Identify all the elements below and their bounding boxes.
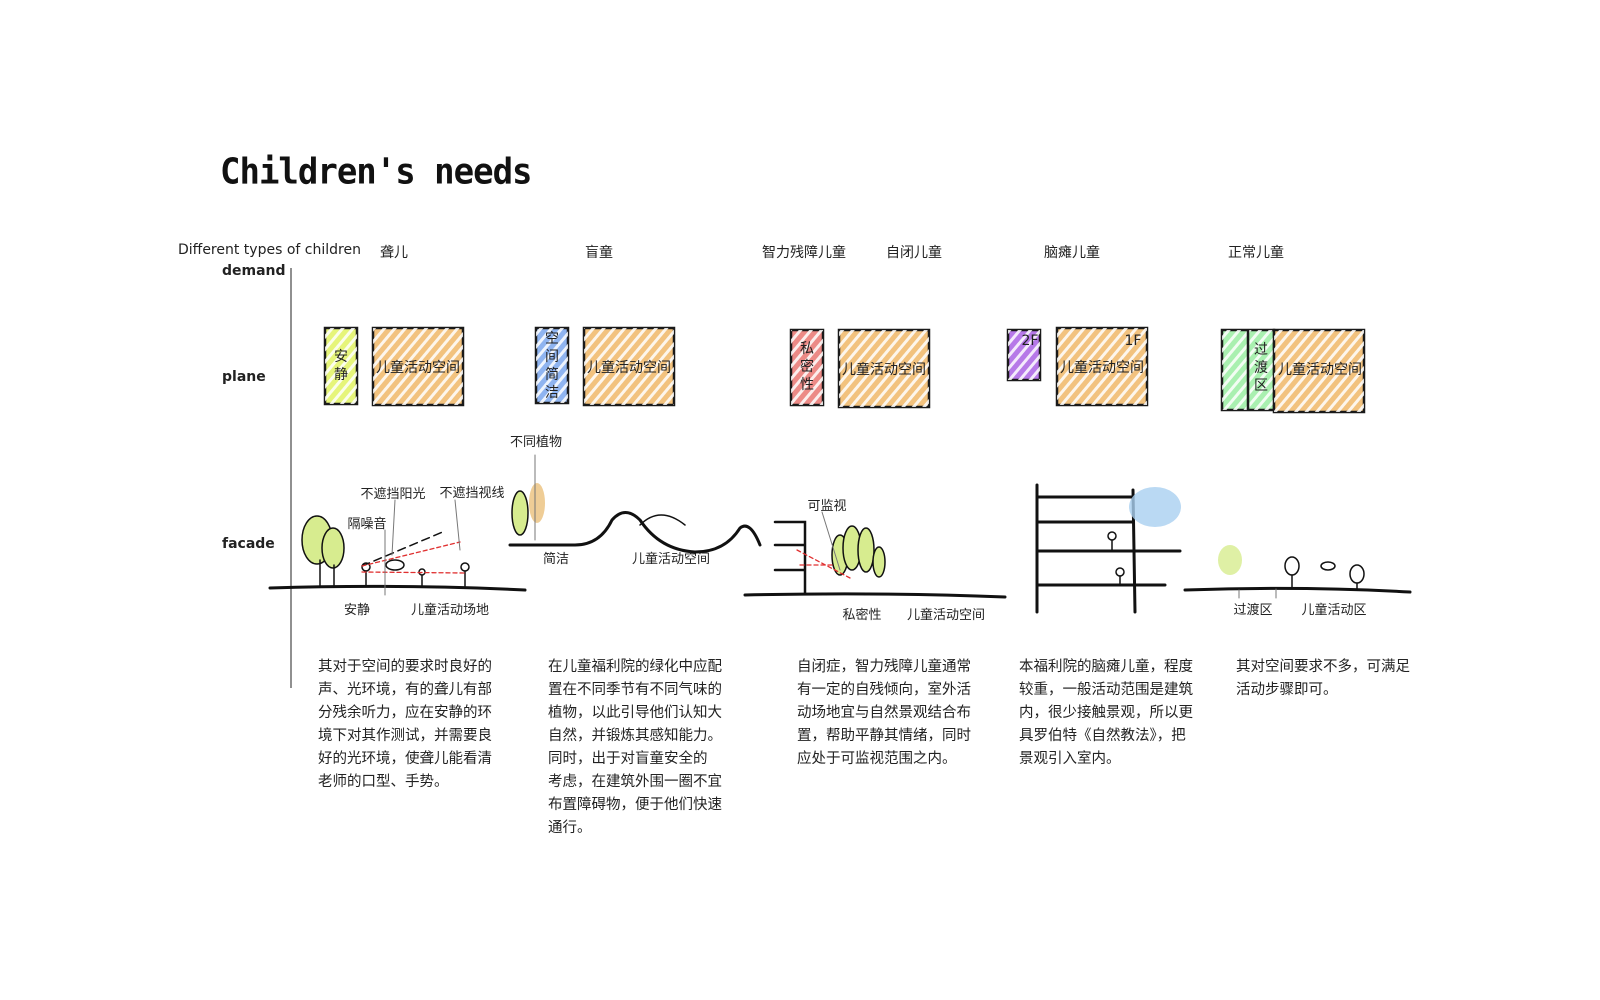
text-line: 植物，以此引导他们认知大 <box>548 705 722 721</box>
facade-label: 安静 <box>343 603 371 618</box>
plane-blind-small: 空间简洁 <box>545 331 559 401</box>
text-line: 置，帮助平静其情绪，同时 <box>797 728 971 744</box>
plane-cp-2f: 2F <box>1021 333 1039 349</box>
plane-autism-small: 私密性 <box>800 341 814 393</box>
facade-label: 儿童活动区 <box>1301 603 1367 618</box>
row-demand: demand <box>222 263 286 279</box>
description-autism: 自闭症，智力残障儿童通常有一定的自残倾向，室外活动场地宜与自然景观结合布置，帮助… <box>797 656 971 771</box>
ground-autism <box>743 592 1007 599</box>
type-normal: 正常儿童 <box>1228 245 1284 261</box>
text-line: 声、光环境，有的聋儿有部 <box>318 682 492 698</box>
plane-blind-big: 儿童活动空间 <box>587 360 671 376</box>
plane-normal-big: 儿童活动空间 <box>1278 362 1362 378</box>
text-line: 内，很少接触景观，所以更 <box>1019 705 1193 721</box>
text-line: 好的光环境，使聋儿能看清 <box>318 751 492 767</box>
text-line: 自然，并锻炼其感知能力。 <box>548 728 722 744</box>
facade-sketches <box>268 454 1412 614</box>
type-cerebral-palsy: 脑瘫儿童 <box>1044 245 1100 261</box>
text-line: 应处于可监视范围之内。 <box>797 751 957 767</box>
plane-normal-small: 过渡区 <box>1254 342 1268 394</box>
text-line: 较重，一般活动范围是建筑 <box>1019 682 1193 698</box>
ground-normal <box>1183 586 1412 594</box>
description-cp: 本福利院的脑瘫儿童，程度较重，一般活动范围是建筑内，很少接触景观，所以更具罗伯特… <box>1019 656 1193 771</box>
text-line: 活动步骤即可。 <box>1236 682 1338 698</box>
text-line: 景观引入室内。 <box>1019 751 1121 767</box>
facade-label: 儿童活动场地 <box>410 603 490 618</box>
text-line: 其对空间要求不多，可满足 <box>1236 659 1410 675</box>
facade-label: 可监视 <box>807 499 847 514</box>
plane-deaf-big: 儿童活动空间 <box>376 360 460 376</box>
ground-deaf <box>268 584 527 592</box>
types-label: Different types of children <box>178 242 361 258</box>
plane-deaf-small: 安静 <box>334 349 348 383</box>
text-line: 动场地宜与自然景观结合布 <box>797 705 971 721</box>
text-line: 置在不同季节有不同气味的 <box>548 682 722 698</box>
plane-autism <box>789 328 931 409</box>
facade-label: 不同植物 <box>509 435 563 450</box>
text-line: 具罗伯特《自然教法》，把 <box>1019 728 1186 744</box>
plane-deaf <box>323 326 465 407</box>
facade-label: 过渡区 <box>1233 603 1273 618</box>
type-blind: 盲童 <box>585 245 613 261</box>
description-deaf: 其对于空间的要求时良好的声、光环境，有的聋儿有部分残余听力，应在安静的环境下对其… <box>318 656 492 794</box>
text-line: 有一定的自残倾向，室外活 <box>797 682 971 698</box>
description-blind: 在儿童福利院的绿化中应配置在不同季节有不同气味的植物，以此引导他们认知大自然，并… <box>548 656 722 840</box>
text-line: 自闭症，智力残障儿童通常 <box>797 659 971 675</box>
text-line: 布置障碍物，便于他们快速 <box>548 797 722 813</box>
text-line: 通行。 <box>548 820 592 836</box>
type-deaf: 聋儿 <box>380 245 408 261</box>
facade-label: 隔噪音 <box>347 517 387 532</box>
text-line: 其对于空间的要求时良好的 <box>318 659 492 675</box>
plane-cp-big: 儿童活动空间 <box>1060 360 1144 376</box>
plane-blind <box>534 326 676 407</box>
page-title: Children's needs <box>220 151 533 193</box>
facade-label: 儿童活动空间 <box>631 552 711 567</box>
building-cp <box>1035 483 1182 614</box>
row-facade: facade <box>222 536 275 552</box>
row-plane: plane <box>222 369 266 385</box>
plane-normal <box>1220 328 1366 414</box>
facade-label: 不遮挡视线 <box>439 486 505 501</box>
facade-label: 简洁 <box>542 552 570 567</box>
text-line: 分残余听力，应在安静的环 <box>318 705 492 721</box>
plane-autism-big: 儿童活动空间 <box>842 362 926 378</box>
text-line: 本福利院的脑瘫儿童，程度 <box>1019 659 1193 675</box>
facade-label: 儿童活动空间 <box>906 608 986 623</box>
plane-cp-1f: 1F <box>1124 333 1142 349</box>
text-line: 境下对其作测试，并需要良 <box>318 728 492 744</box>
text-line: 在儿童福利院的绿化中应配 <box>548 659 722 675</box>
facade-label: 不遮挡阳光 <box>360 487 426 502</box>
type-autism: 自闭儿童 <box>886 245 942 261</box>
description-normal: 其对空间要求不多，可满足活动步骤即可。 <box>1236 656 1410 702</box>
type-intellectual: 智力残障儿童 <box>762 245 846 261</box>
text-line: 同时，出于对盲童安全的 <box>548 751 708 767</box>
plane-cp <box>1006 326 1149 407</box>
ground-blind <box>508 511 762 554</box>
text-line: 老师的口型、手势。 <box>318 774 449 790</box>
facade-label: 私密性 <box>842 608 882 623</box>
plane-boxes <box>323 326 1366 414</box>
text-line: 考虑，在建筑外围一圈不宜 <box>548 774 722 790</box>
